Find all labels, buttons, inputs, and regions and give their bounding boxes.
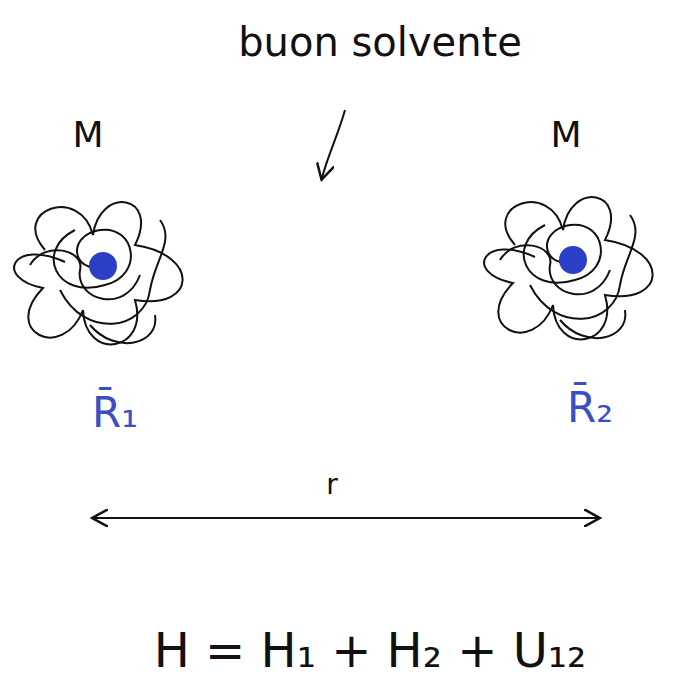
position-label: R̄₂: [567, 385, 613, 431]
mass-label: M: [550, 115, 581, 155]
position-label: R̄₁: [92, 390, 138, 436]
hamiltonian-equation: H = H₁ + H₂ + U₁₂: [154, 624, 587, 677]
solvent-note: buon solvente: [238, 20, 522, 64]
mass-label: M: [72, 115, 103, 155]
distance-label: r: [326, 470, 338, 501]
